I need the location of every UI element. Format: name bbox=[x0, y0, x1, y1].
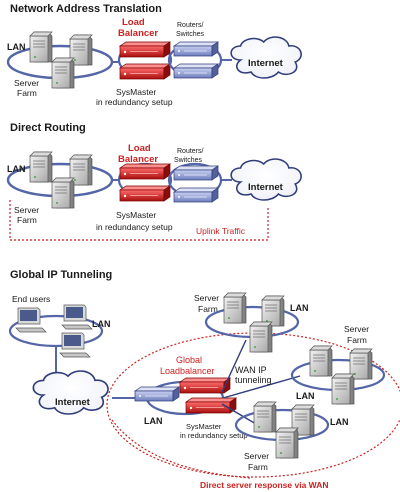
nat-routers-label-2: Switches bbox=[176, 31, 205, 38]
dr-lb-label-2: Balancer bbox=[118, 154, 158, 165]
git-bottom-server-1 bbox=[253, 401, 277, 433]
dr-routers-label-1: Routers/ bbox=[177, 148, 204, 155]
git-pc-2 bbox=[61, 304, 93, 330]
git-farm-top-2: Farm bbox=[198, 304, 218, 314]
git-gateway-lan-label: LAN bbox=[144, 416, 163, 426]
dr-server-1 bbox=[29, 151, 53, 183]
git-wan-label-1: WAN IP bbox=[235, 365, 267, 375]
dr-internet-cloud bbox=[230, 158, 302, 201]
dr-internet-label: Internet bbox=[248, 182, 284, 193]
dr-lb-unit-2 bbox=[119, 185, 171, 202]
git-end-users-label: End users bbox=[12, 294, 50, 304]
nat-server-3 bbox=[51, 57, 75, 89]
dr-farm-label-2: Farm bbox=[17, 215, 37, 225]
nat-internet-label: Internet bbox=[248, 58, 284, 69]
git-right-server-1 bbox=[309, 345, 333, 377]
dr-section: Direct Routing LAN Server Farm Load Bala… bbox=[6, 122, 302, 241]
git-link-gateway-right bbox=[222, 375, 301, 399]
dr-router-1 bbox=[173, 165, 219, 181]
git-top-lan-label: LAN bbox=[290, 303, 309, 313]
nat-lb-label-1: Load bbox=[122, 17, 145, 28]
dr-lan-label: LAN bbox=[7, 164, 26, 174]
nat-farm-label-2: Farm bbox=[17, 88, 37, 98]
git-response-label: Direct server response via WAN bbox=[200, 480, 329, 490]
git-farm-right-2: Farm bbox=[347, 335, 367, 345]
git-lb-unit-2 bbox=[185, 397, 237, 414]
dr-sysmaster-2: in redundancy setup bbox=[96, 222, 173, 232]
nat-farm-label-1: Server bbox=[14, 78, 39, 88]
nat-lan-label: LAN bbox=[7, 42, 26, 52]
git-farm-right-1: Server bbox=[344, 324, 369, 334]
git-top-server-1 bbox=[223, 292, 247, 324]
git-link-gateway-top bbox=[221, 339, 247, 393]
nat-server-1 bbox=[29, 31, 53, 63]
dr-uplink-path bbox=[9, 200, 269, 241]
dr-sysmaster-1: SysMaster bbox=[116, 210, 156, 220]
dr-uplink-label: Uplink Traffic bbox=[196, 226, 246, 236]
git-users-lan-label: LAN bbox=[92, 319, 111, 329]
git-farm-bottom-2: Farm bbox=[248, 462, 268, 472]
nat-lb-label-2: Balancer bbox=[118, 28, 158, 39]
git-top-server-2 bbox=[261, 295, 285, 327]
dr-router-2 bbox=[173, 187, 219, 203]
git-global-lb-2: Loadbalancer bbox=[160, 366, 215, 376]
git-response-path bbox=[111, 419, 251, 479]
dr-lb-label-1: Load bbox=[128, 143, 151, 154]
nat-section: Network Address Translation LAN Server F… bbox=[6, 3, 302, 107]
dr-title: Direct Routing bbox=[10, 122, 86, 134]
git-wan-label-2: tunneling bbox=[235, 375, 272, 385]
dr-server-2 bbox=[69, 154, 93, 186]
nat-routers-label-1: Routers/ bbox=[177, 22, 204, 29]
git-bottom-lan-label: LAN bbox=[330, 417, 349, 427]
nat-title: Network Address Translation bbox=[10, 3, 162, 15]
git-sysmaster-1: SysMaster bbox=[186, 422, 222, 431]
git-sysmaster-2: in redundancy setup bbox=[180, 431, 248, 440]
git-global-lb-1: Global bbox=[176, 355, 202, 365]
git-right-lan-label: LAN bbox=[296, 391, 315, 401]
git-gateway-router bbox=[134, 386, 180, 402]
nat-router-1 bbox=[173, 41, 219, 57]
dr-farm-label-1: Server bbox=[14, 205, 39, 215]
dr-routers-label-2: Switches bbox=[174, 157, 203, 164]
git-internet-label: Internet bbox=[55, 397, 91, 408]
git-section: Global IP Tunneling End users LAN Intern… bbox=[8, 269, 400, 490]
dr-server-3 bbox=[51, 177, 75, 209]
dr-lb-unit-1 bbox=[119, 163, 171, 180]
nat-sysmaster-2: in redundancy setup bbox=[96, 97, 173, 107]
git-title: Global IP Tunneling bbox=[10, 269, 112, 281]
nat-lb-unit-1 bbox=[119, 41, 171, 58]
git-farm-bottom-1: Server bbox=[244, 451, 269, 461]
nat-lb-unit-2 bbox=[119, 63, 171, 80]
git-right-server-3 bbox=[331, 373, 355, 405]
git-pc-3 bbox=[59, 332, 91, 358]
git-top-server-3 bbox=[249, 321, 273, 353]
git-farm-top-1: Server bbox=[194, 293, 219, 303]
nat-server-2 bbox=[69, 34, 93, 66]
git-pc-1 bbox=[15, 307, 47, 333]
git-bottom-server-3 bbox=[275, 427, 299, 459]
nat-router-2 bbox=[173, 63, 219, 79]
nat-sysmaster-1: SysMaster bbox=[116, 87, 156, 97]
git-link-gateway-bottom bbox=[221, 403, 257, 425]
